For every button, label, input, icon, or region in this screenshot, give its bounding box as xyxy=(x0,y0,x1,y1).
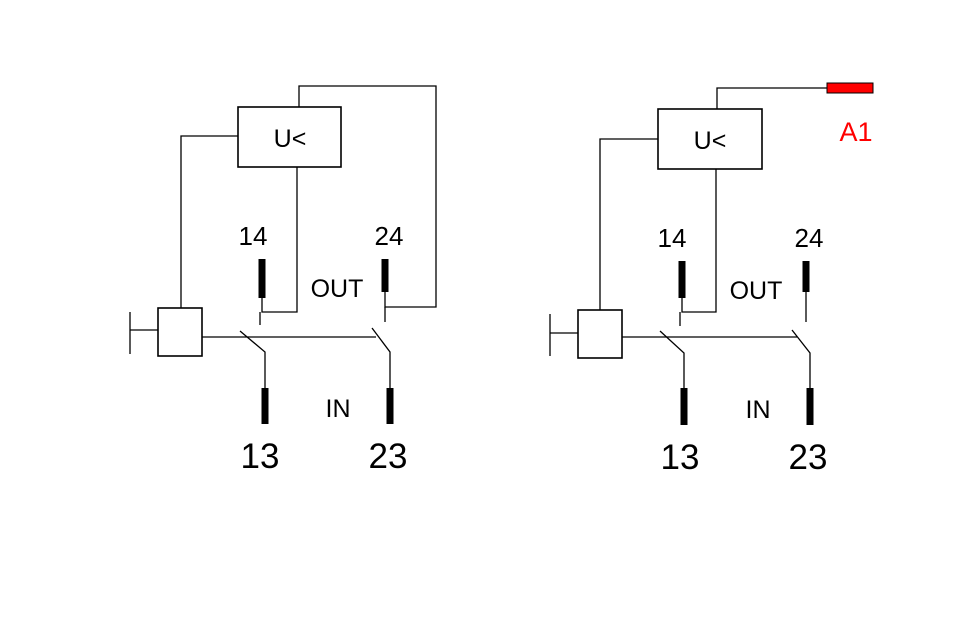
switch-23-24 xyxy=(791,329,811,388)
label-in: IN xyxy=(746,396,771,424)
label-14: 14 xyxy=(658,223,687,253)
label-in: IN xyxy=(326,395,351,423)
label-23: 23 xyxy=(789,438,828,477)
label-24: 24 xyxy=(795,223,824,253)
relay-box xyxy=(657,108,763,170)
terminal-a1 xyxy=(826,82,874,94)
wire-relay-to-24 xyxy=(298,85,437,308)
switch-13-14 xyxy=(659,330,685,388)
label-14: 14 xyxy=(239,221,268,251)
right-diagram: U< 14 24 OUT IN 13 23 A1 xyxy=(549,82,874,477)
wire-relay-to-14 xyxy=(261,167,298,313)
label-13: 13 xyxy=(241,437,280,476)
label-out: OUT xyxy=(311,275,364,303)
wire-relay-to-actuator xyxy=(180,135,238,308)
label-out: OUT xyxy=(730,277,783,305)
label-a1: A1 xyxy=(839,117,872,147)
switch-23-24 xyxy=(371,327,391,388)
wire-relay-to-14 xyxy=(681,169,717,313)
label-13: 13 xyxy=(661,438,700,477)
wire-relay-to-a1 xyxy=(716,87,828,109)
actuator-box xyxy=(577,309,623,359)
wire-relay-to-actuator xyxy=(599,138,658,310)
relay-label: U< xyxy=(694,127,727,155)
relay-box xyxy=(237,106,342,168)
switch-13-14 xyxy=(239,330,266,388)
actuator-box xyxy=(157,307,203,357)
relay-label: U< xyxy=(274,125,307,153)
label-23: 23 xyxy=(369,437,408,476)
left-diagram: U< 14 24 OUT IN 13 23 xyxy=(129,85,437,476)
label-24: 24 xyxy=(375,221,404,251)
